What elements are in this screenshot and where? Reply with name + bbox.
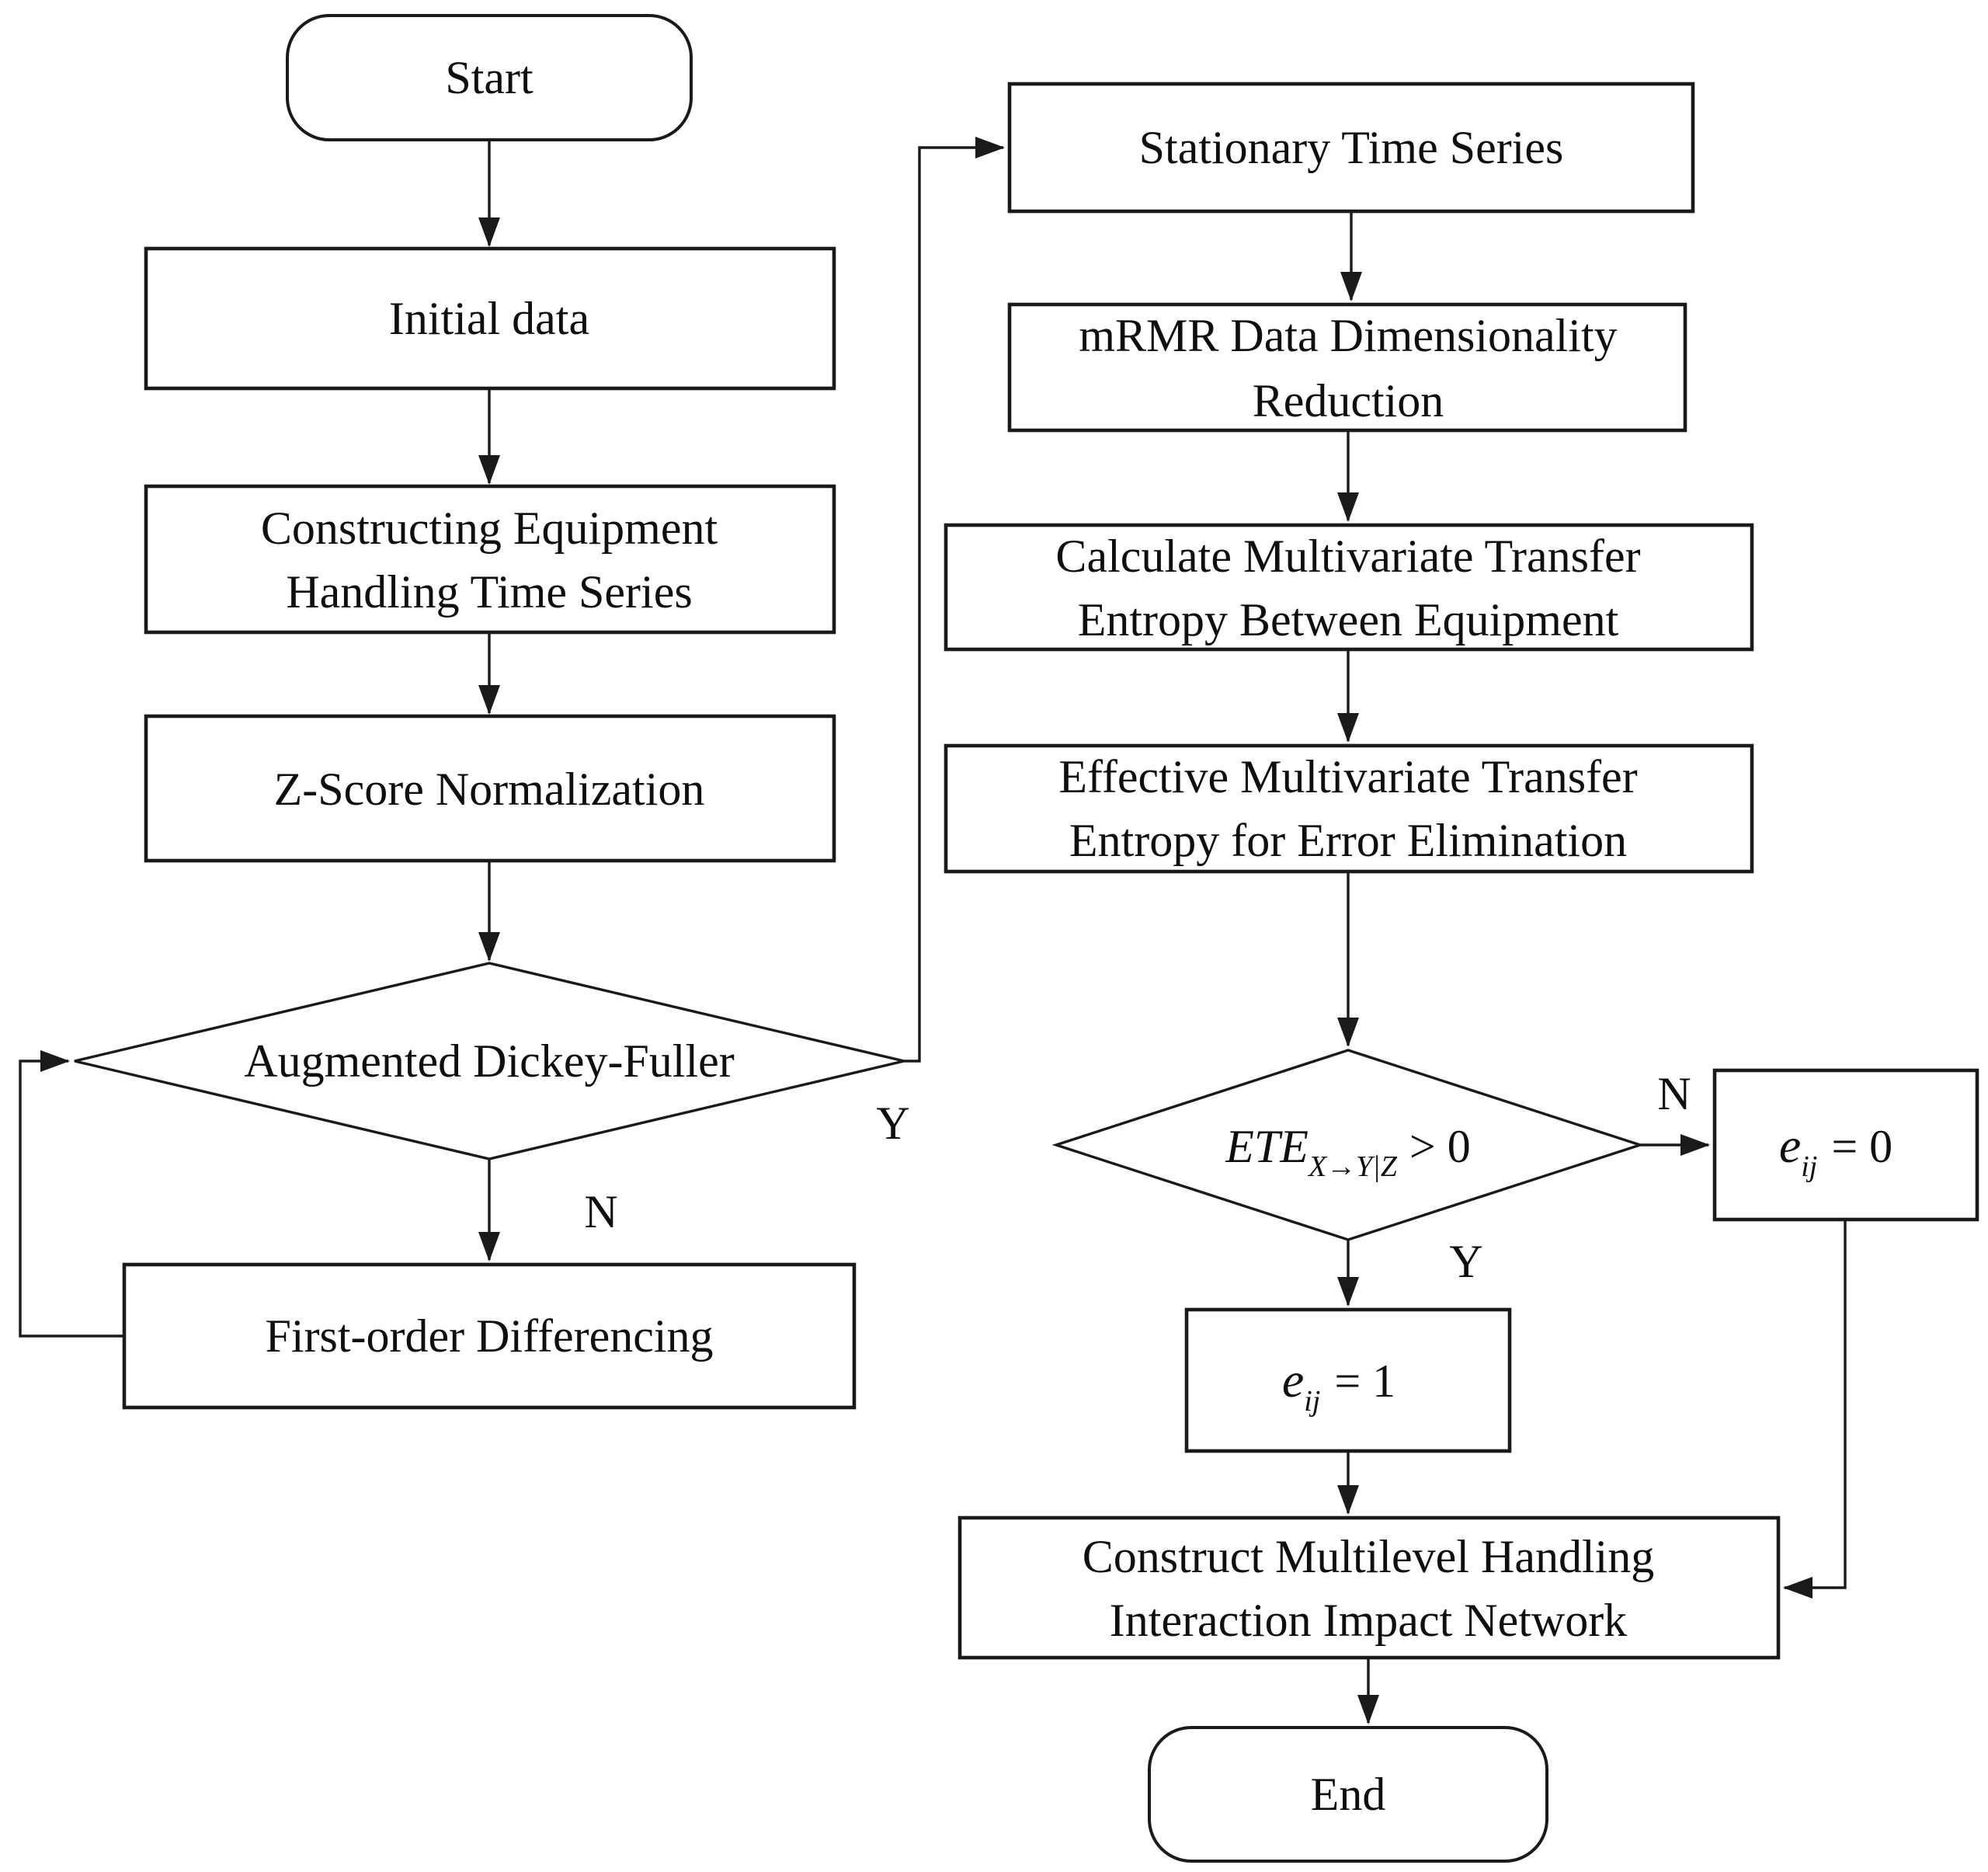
edge-one-subscript: ij	[1304, 1385, 1320, 1418]
node-zscore: Z-Score Normalization	[144, 714, 836, 863]
effective-mte-label-line2: Entropy for Error Elimination	[1069, 815, 1627, 866]
construct-network-label-line1: Construct Multilevel Handling	[1083, 1531, 1655, 1582]
mrmr-shape	[1007, 302, 1687, 433]
edge-zero-formula: eij = 0	[1779, 1118, 1892, 1183]
construct-series-shape	[144, 484, 836, 635]
node-construct-series: Constructing Equipment Handling Time Ser…	[144, 484, 836, 635]
edge-one-formula: eij = 1	[1282, 1352, 1395, 1418]
ete-check-shape	[1051, 1049, 1645, 1241]
edge-label-ete-yes: Y	[1449, 1236, 1482, 1287]
edge-one-value: = 1	[1334, 1355, 1395, 1407]
edge-zero-subscript: ij	[1801, 1150, 1817, 1183]
node-mrmr: mRMR Data Dimensionality Reduction	[1007, 302, 1687, 433]
ete-formula-comparison: > 0	[1409, 1121, 1471, 1172]
adf-test-label: Augmented Dickey-Fuller	[244, 1035, 735, 1087]
initial-data-label: Initial data	[389, 293, 589, 344]
edge-edge-zero-to-construct-network	[1783, 1220, 1847, 1599]
calc-mte-label-line2: Entropy Between Equipment	[1078, 594, 1619, 645]
first-order-diff-shape	[122, 1262, 857, 1410]
effective-mte-label-line1: Effective Multivariate Transfer	[1058, 751, 1637, 802]
construct-network-shape	[958, 1515, 1781, 1660]
node-construct-network: Construct Multilevel Handling Interactio…	[958, 1515, 1781, 1660]
node-end: End	[1148, 1726, 1548, 1863]
construct-network-label-line2: Interaction Impact Network	[1110, 1595, 1627, 1646]
first-order-diff-label: First-order Differencing	[265, 1310, 713, 1362]
node-first-order-diff: First-order Differencing	[122, 1262, 857, 1410]
edge-zero-value: = 0	[1831, 1121, 1892, 1172]
zscore-label: Z-Score Normalization	[274, 764, 705, 815]
node-stationary: Stationary Time Series	[1007, 82, 1695, 214]
end-label: End	[1311, 1769, 1386, 1820]
node-start: Start	[286, 14, 693, 141]
stationary-label: Stationary Time Series	[1139, 122, 1564, 173]
start-label: Start	[445, 52, 533, 103]
ete-formula-subscript: X→Y|Z	[1307, 1150, 1398, 1183]
node-edge-zero: eij = 0	[1712, 1068, 1979, 1222]
edge-label-adf-yes: Y	[876, 1098, 909, 1149]
end-shape	[1148, 1726, 1548, 1863]
calc-mte-shape	[944, 523, 1754, 652]
start-shape	[286, 14, 693, 141]
edge-first-order-loop-to-adf	[19, 1050, 124, 1338]
ete-formula-base: ETE	[1225, 1121, 1309, 1172]
edge-one-shape	[1184, 1307, 1512, 1453]
node-calc-mte: Calculate Multivariate Transfer Entropy …	[944, 523, 1754, 652]
calc-mte-label-line1: Calculate Multivariate Transfer	[1055, 531, 1640, 582]
stationary-shape	[1007, 82, 1695, 214]
mrmr-label-line2: Reduction	[1253, 375, 1444, 426]
ete-check-formula: ETEX→Y|Z > 0	[1225, 1121, 1470, 1183]
node-ete-check: ETEX→Y|Z > 0	[1051, 1049, 1645, 1241]
node-effective-mte: Effective Multivariate Transfer Entropy …	[944, 743, 1754, 874]
node-edge-one: eij = 1	[1184, 1307, 1512, 1453]
zscore-shape	[144, 714, 836, 863]
effective-mte-shape	[944, 743, 1754, 874]
edge-label-ete-no: N	[1657, 1068, 1691, 1119]
edge-zero-base: e	[1779, 1118, 1801, 1173]
node-adf-test: Augmented Dickey-Fuller	[74, 962, 905, 1160]
construct-series-label-line1: Constructing Equipment	[261, 503, 718, 554]
edge-zero-shape	[1712, 1068, 1979, 1222]
edge-adf-yes-to-stationary	[904, 137, 1005, 1063]
adf-test-shape	[74, 962, 905, 1160]
initial-data-shape	[144, 246, 836, 391]
construct-series-label-line2: Handling Time Series	[286, 566, 692, 618]
edges	[19, 137, 1847, 1724]
mrmr-label-line1: mRMR Data Dimensionality	[1079, 310, 1617, 361]
edge-labels: N Y N Y	[584, 1068, 1691, 1287]
edge-one-base: e	[1282, 1352, 1304, 1407]
edge-label-adf-no: N	[584, 1186, 617, 1237]
node-initial-data: Initial data	[144, 246, 836, 391]
